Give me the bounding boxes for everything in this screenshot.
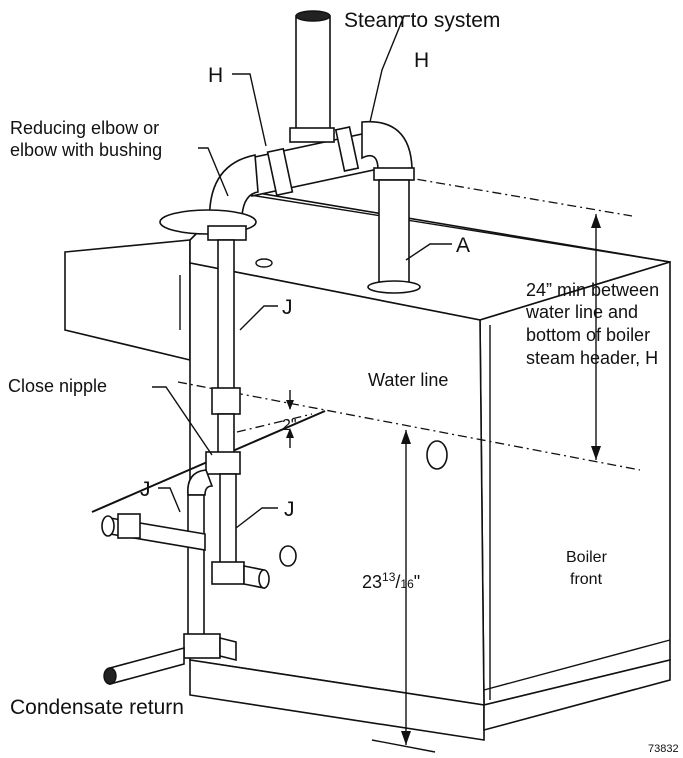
riser-coupling (373, 167, 415, 181)
label-figure-id: 73832 (648, 743, 679, 755)
leader-lines (152, 15, 452, 529)
label-min-line1: 24” min between (526, 280, 659, 300)
label-min-line3: bottom of boiler (526, 325, 650, 345)
equalizer-union (211, 387, 241, 415)
label-boiler-front-line1: Boiler (566, 549, 608, 566)
label-steam-to-system: Steam to system (344, 9, 500, 32)
label-equalizer-lower: J (284, 498, 295, 521)
label-riser-a: A (456, 234, 470, 257)
side-box (64, 239, 191, 362)
boiler-base (189, 659, 485, 741)
header-tee (289, 127, 335, 143)
label-close-nipple: Close nipple (8, 376, 107, 396)
label-offset-2in: 2" (282, 417, 297, 434)
label-min-line4: steam header, H (526, 348, 658, 368)
labels: Steam to system H H Reducing elbow or el… (8, 9, 679, 755)
label-equalizer-upper: J (282, 296, 293, 319)
sight-opening (426, 440, 448, 470)
label-water-line: Water line (368, 370, 448, 390)
label-boiler-front-line2: front (570, 571, 603, 588)
equalizer-pipe-mid (217, 413, 235, 455)
label-equalizer-left: J (140, 478, 151, 501)
boiler-jacket (64, 189, 671, 741)
return-vertical-pipe (187, 494, 205, 636)
label-header-right: H (414, 49, 429, 72)
steam-piping (101, 10, 421, 686)
reference-lines (91, 172, 641, 753)
front-opening (279, 545, 297, 567)
elbow-bushing (207, 225, 247, 241)
boiler-base-side (483, 658, 671, 732)
label-reducing-elbow-line2: elbow with bushing (10, 140, 162, 160)
riser-pipe-a (378, 179, 410, 286)
label-header-left: H (208, 64, 223, 87)
label-min-line2: water line and (525, 302, 638, 322)
label-height: 2313/16" (362, 570, 420, 592)
return-coupling (117, 513, 141, 539)
bottom-tee (183, 633, 221, 659)
label-reducing-elbow-line1: Reducing elbow or (10, 118, 159, 138)
label-condensate-return: Condensate return (10, 696, 184, 719)
steam-supply-pipe (295, 15, 331, 132)
close-nipple-tee (205, 451, 241, 475)
condensate-return-pipe (109, 646, 185, 686)
equalizer-pipe-upper (217, 239, 235, 391)
lower-tee (211, 561, 245, 585)
equalizer-pipe-lower (219, 473, 237, 565)
